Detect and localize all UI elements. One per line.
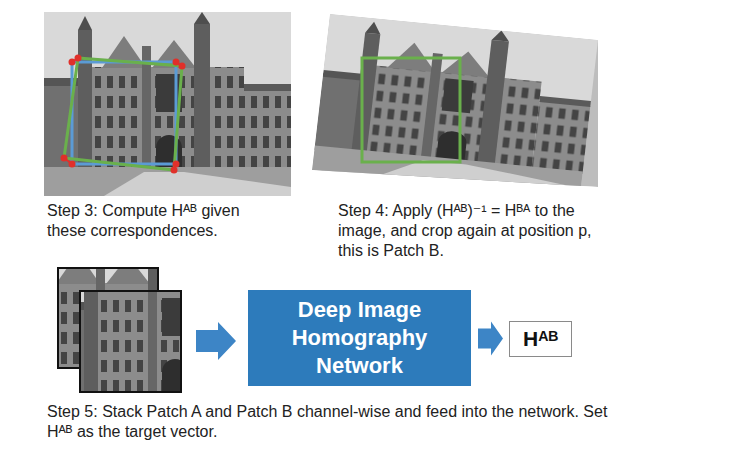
step-caption: Step 5: Stack Patch A and Patch B channe…: [47, 402, 627, 442]
patch-a-square: [72, 62, 176, 164]
node-text: Hᴬᴮ: [523, 327, 558, 351]
patch-b-border: [80, 291, 181, 392]
node-text: Deep Image Homography Network: [256, 296, 463, 380]
block-arrow: [478, 322, 503, 356]
step-caption: Step 3: Compute Hᴬᴮ given these correspo…: [47, 201, 279, 241]
warped-photo: [312, 14, 598, 196]
output-box: Hᴬᴮ: [509, 321, 572, 357]
perturbed-quad: [64, 58, 182, 170]
corner-dots: [61, 55, 186, 174]
building-photo: [44, 12, 291, 196]
crop-square: [362, 58, 460, 162]
correspondence-lines: [64, 58, 182, 170]
step-caption: Step 4: Apply (Hᴬᴮ)⁻¹ = Hᴮᴬ to the image…: [338, 201, 600, 261]
network-box: Deep Image Homography Network: [248, 290, 471, 386]
block-arrow: [196, 322, 236, 360]
